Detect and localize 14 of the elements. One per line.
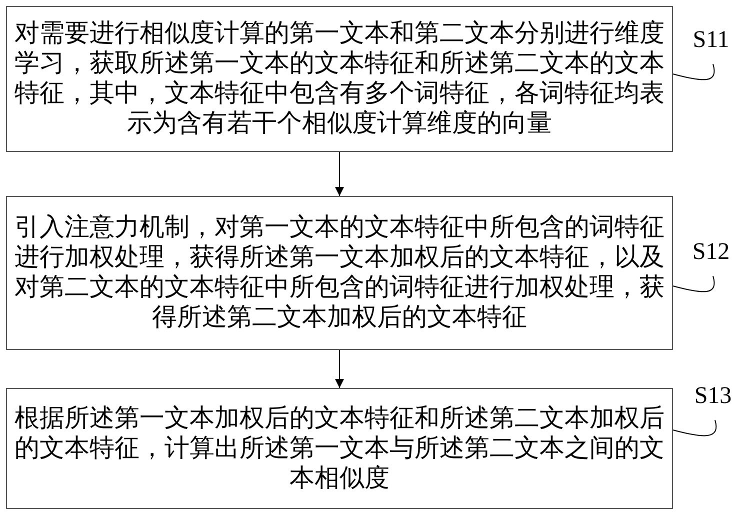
leader-line (672, 420, 717, 436)
step-text: 根据所述第一文本加权后的文本特征和所述第二文本加权后的文本特征，计算出所述第一文本与所述第二文本之间的文本相似度 (14, 404, 665, 494)
step-label: S12 (686, 236, 736, 268)
arrow (335, 152, 344, 196)
leader-line (672, 276, 715, 292)
step-text: 引入注意力机制，对第一文本的文本特征中所包含的词特征进行加权处理，获得所述第一文本加权后的文本特征，以及对第二文本的文本特征中所包含的词特征进行加权处理，获得所述第二文本加权后的文本特征 (14, 213, 665, 333)
process-box (6, 388, 673, 509)
step-label: S13 (688, 380, 738, 412)
process-box (6, 196, 673, 350)
process-box (6, 6, 673, 152)
arrow (335, 350, 344, 388)
step-label: S11 (686, 24, 736, 56)
step-text: 对需要进行相似度计算的第一文本和第二文本分别进行维度学习，获取所述第一文本的文本特征和所述第二文本的文本特征，其中，文本特征中包含有多个词特征，各词特征均表示为含有若干个相似度计算维度的向量 (14, 19, 665, 139)
leader-line (672, 64, 715, 80)
